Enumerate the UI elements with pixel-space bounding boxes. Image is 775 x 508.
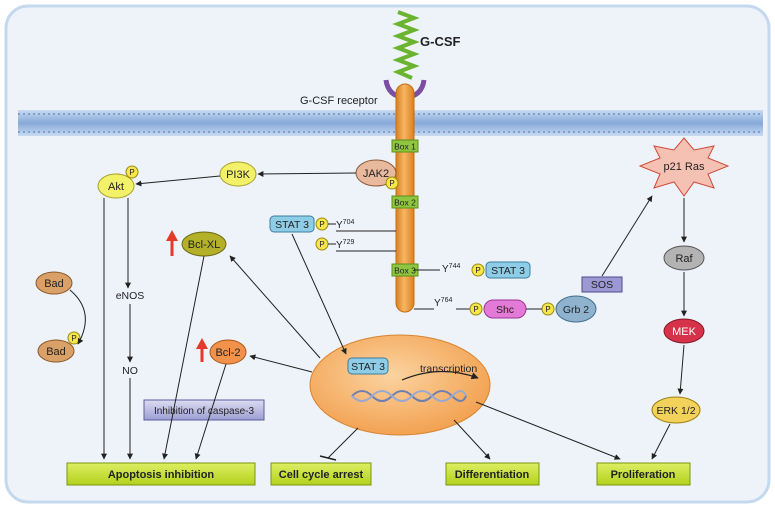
y704-label: Y704 xyxy=(336,219,354,231)
arrow-nucleus-differentiation xyxy=(453,419,491,460)
svg-text:Differentiation: Differentiation xyxy=(455,469,530,481)
svg-text:P: P xyxy=(545,305,550,314)
cell-cycle-arrest-box: Cell cycle arrest xyxy=(270,462,372,486)
svg-text:P: P xyxy=(71,334,76,343)
inhibit-bar xyxy=(319,455,337,461)
svg-text:MEK: MEK xyxy=(672,326,697,338)
svg-text:ERK 1/2: ERK 1/2 xyxy=(656,405,695,417)
svg-text:P: P xyxy=(129,168,134,177)
arrow-nucleus-bclxl xyxy=(229,255,321,359)
stat3-y704-phospho: P xyxy=(315,217,329,231)
svg-text:Akt: Akt xyxy=(108,181,124,193)
stat3-y704-node: STAT 3 xyxy=(269,215,315,233)
y744-label: Y744 xyxy=(442,263,460,275)
arrow-mek-erk xyxy=(677,344,685,395)
nucleus xyxy=(309,334,491,436)
arrow-stat3-nucleus xyxy=(291,233,347,355)
svg-text:Bad: Bad xyxy=(46,346,66,358)
arrow-jak2-pi3k xyxy=(257,170,357,177)
y729-phospho: P xyxy=(315,237,329,251)
svg-text:Box 2: Box 2 xyxy=(394,198,416,208)
raf-node: Raf xyxy=(663,245,705,271)
bcl-2-node: Bcl-2 xyxy=(209,339,247,365)
enos-label: eNOS xyxy=(116,290,145,302)
arrow-nucleus-bcl2 xyxy=(249,354,313,373)
arrow-bclxl-apoptosis xyxy=(162,255,205,460)
svg-text:p21 Ras: p21 Ras xyxy=(664,161,705,173)
bad-phosphorylated-node: Bad xyxy=(37,339,75,363)
p21-ras-node: p21 Ras xyxy=(638,137,730,197)
svg-text:Proliferation: Proliferation xyxy=(611,469,676,481)
svg-text:STAT 3: STAT 3 xyxy=(491,265,525,277)
g-csf-label: G-CSF xyxy=(420,34,461,49)
arrow-pi3k-akt xyxy=(135,175,221,187)
box-1: Box 1 xyxy=(391,139,419,153)
mek-node: MEK xyxy=(663,318,705,344)
svg-text:STAT 3: STAT 3 xyxy=(275,219,309,231)
erk-node: ERK 1/2 xyxy=(651,396,701,424)
svg-text:PI3K: PI3K xyxy=(226,169,251,181)
shc-phospho: P xyxy=(469,302,483,316)
stat3-y744-node: STAT 3 xyxy=(485,261,531,279)
sos-node: SOS xyxy=(581,276,623,293)
svg-text:Shc: Shc xyxy=(496,304,514,316)
bcl-2-up-arrow xyxy=(196,338,208,362)
svg-text:Inhibition of caspase-3: Inhibition of caspase-3 xyxy=(154,406,255,417)
shc-node: Shc xyxy=(483,299,527,319)
differentiation-box: Differentiation xyxy=(445,462,540,486)
arrow-erk-proliferation xyxy=(651,423,671,460)
bad-phospho: P xyxy=(67,331,81,345)
caspase-3-inhibition-box: Inhibition of caspase-3 xyxy=(143,399,265,421)
svg-text:Cell cycle arrest: Cell cycle arrest xyxy=(279,469,364,481)
grb2-node: Grb 2 xyxy=(555,295,597,323)
cell-membrane xyxy=(18,110,763,136)
arrow-bcl2-apoptosis xyxy=(194,363,227,460)
proliferation-box: Proliferation xyxy=(596,462,691,486)
bad-node: Bad xyxy=(35,271,73,295)
grb2-phospho: P xyxy=(541,302,555,316)
svg-text:P: P xyxy=(319,240,324,249)
jak2-phospho: P xyxy=(385,176,399,190)
svg-text:Grb 2: Grb 2 xyxy=(563,304,589,316)
arrow-sos-ras xyxy=(601,195,653,277)
akt-node: Akt xyxy=(97,173,135,199)
pi3k-node: PI3K xyxy=(219,161,257,187)
arrow-nucleus-proliferation xyxy=(475,401,621,460)
svg-text:Box 1: Box 1 xyxy=(394,142,416,152)
box-3: Box 3 xyxy=(391,263,419,277)
transcription-arrow xyxy=(401,370,479,381)
y764-label: Y764 xyxy=(434,297,452,309)
akt-phospho: P xyxy=(125,165,139,179)
g-csf-ligand xyxy=(392,10,420,80)
receptor-label: G-CSF receptor xyxy=(300,95,378,107)
box-2: Box 2 xyxy=(391,195,419,209)
y729-label: Y729 xyxy=(336,239,354,251)
svg-text:Raf: Raf xyxy=(675,253,693,265)
svg-text:SOS: SOS xyxy=(591,279,613,291)
svg-text:Bad: Bad xyxy=(44,278,64,290)
svg-text:P: P xyxy=(319,220,324,229)
transcription-label: transcription xyxy=(420,363,477,375)
svg-text:Bcl-XL: Bcl-XL xyxy=(188,239,220,251)
bcl-xl-node: Bcl-XL xyxy=(181,231,227,257)
svg-text:P: P xyxy=(389,179,394,188)
svg-text:P: P xyxy=(475,266,480,275)
stat3-nucleus-node: STAT 3 xyxy=(347,357,389,375)
dna-helix xyxy=(351,390,467,402)
no-label: NO xyxy=(122,365,138,377)
pathway-arrows xyxy=(69,170,687,461)
svg-text:Apoptosis inhibition: Apoptosis inhibition xyxy=(108,469,215,481)
svg-text:JAK2: JAK2 xyxy=(363,168,389,180)
apoptosis-inhibition-box: Apoptosis inhibition xyxy=(66,462,256,486)
bcl-xl-up-arrow xyxy=(166,230,178,256)
svg-text:Box 3: Box 3 xyxy=(394,266,416,276)
inhibit-cell-cycle xyxy=(327,427,359,459)
svg-text:STAT 3: STAT 3 xyxy=(351,361,385,373)
svg-text:P: P xyxy=(473,305,478,314)
arrow-bad-phosphorylation xyxy=(69,289,86,345)
stat3-y744-phospho: P xyxy=(471,263,485,277)
svg-text:Bcl-2: Bcl-2 xyxy=(215,347,240,359)
